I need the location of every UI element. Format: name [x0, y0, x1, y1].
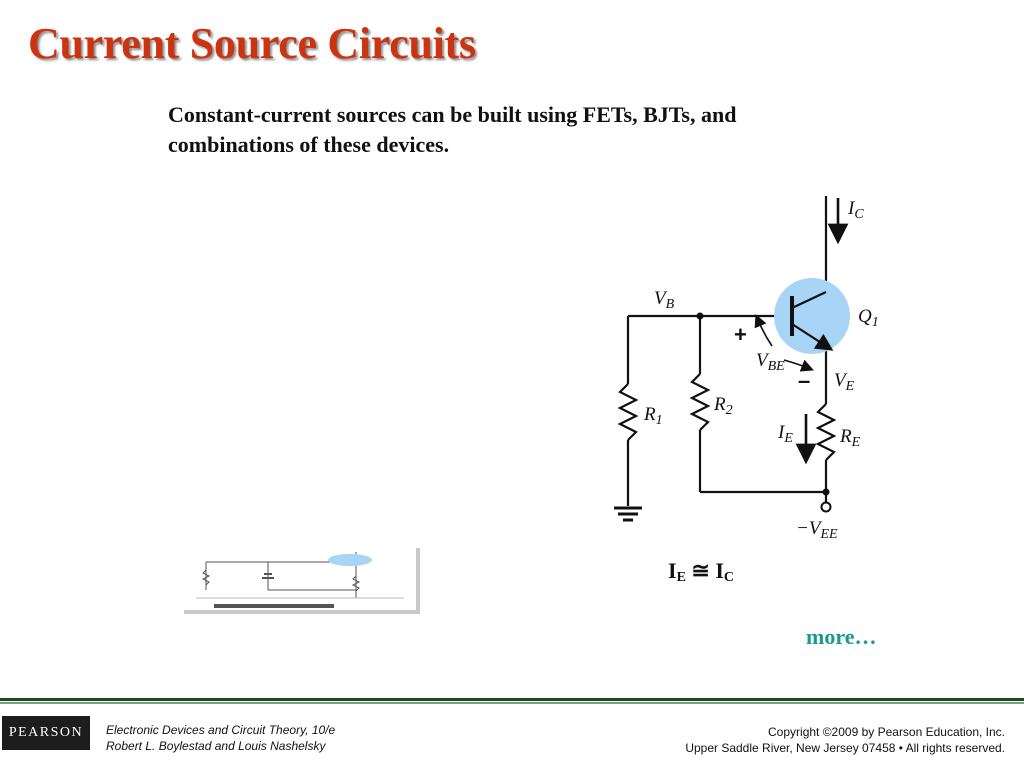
copyright-line: Copyright ©2009 by Pearson Education, In… [768, 725, 1005, 739]
r2-label: R2 [713, 394, 733, 418]
book-info: Electronic Devices and Circuit Theory, 1… [106, 722, 335, 754]
intro-text: Constant-current sources can be built us… [168, 102, 737, 157]
book-authors: Robert L. Boylestad and Louis Nashelsky [106, 739, 326, 753]
bottom-junction-dot [822, 488, 830, 496]
re-resistor [815, 403, 837, 461]
book-title: Electronic Devices and Circuit Theory, 1… [106, 723, 336, 737]
transistor-collector-lead [791, 291, 827, 309]
vee-terminal [820, 501, 832, 513]
r1-label: R1 [643, 404, 663, 428]
r2-resistor [689, 373, 711, 431]
ground-icon [614, 506, 642, 522]
current-equation: IE ≅ IC [668, 558, 735, 585]
slide-title: Current Source Circuits [28, 19, 476, 68]
vb-label: VB [654, 288, 675, 312]
ie-label: IE [777, 422, 793, 446]
circuit-thumbnail[interactable] [184, 548, 420, 614]
vbe-arrow-icon [754, 314, 773, 347]
footer-divider-light [0, 702, 1024, 704]
circuit-diagram: IC VB Q1 + VBE – VE R1 R2 IE RE −VEE [614, 196, 879, 542]
footer-divider [0, 698, 1024, 701]
pearson-logo: PEARSON [2, 716, 90, 750]
r1-resistor [617, 383, 639, 441]
q1-label: Q1 [858, 306, 879, 330]
vbe-return-arrow-icon [783, 359, 814, 372]
vbe-plus-sign: + [734, 322, 747, 347]
more-link[interactable]: more… [806, 624, 877, 649]
circuit-thumbnail-icon [196, 552, 404, 608]
transistor-q1-body [774, 278, 850, 354]
ve-label: VE [834, 370, 855, 394]
vbe-label: VBE [756, 350, 785, 374]
ic-label: IC [847, 198, 864, 222]
vbe-minus-sign: – [798, 368, 810, 393]
vee-label: −VEE [796, 518, 838, 542]
publisher-address: Upper Saddle River, New Jersey 07458 • A… [685, 741, 1005, 755]
re-label: RE [839, 426, 861, 450]
copyright-info: Copyright ©2009 by Pearson Education, In… [685, 724, 1005, 756]
transistor-emitter-lead [791, 323, 834, 351]
base-junction-dot [696, 312, 704, 320]
